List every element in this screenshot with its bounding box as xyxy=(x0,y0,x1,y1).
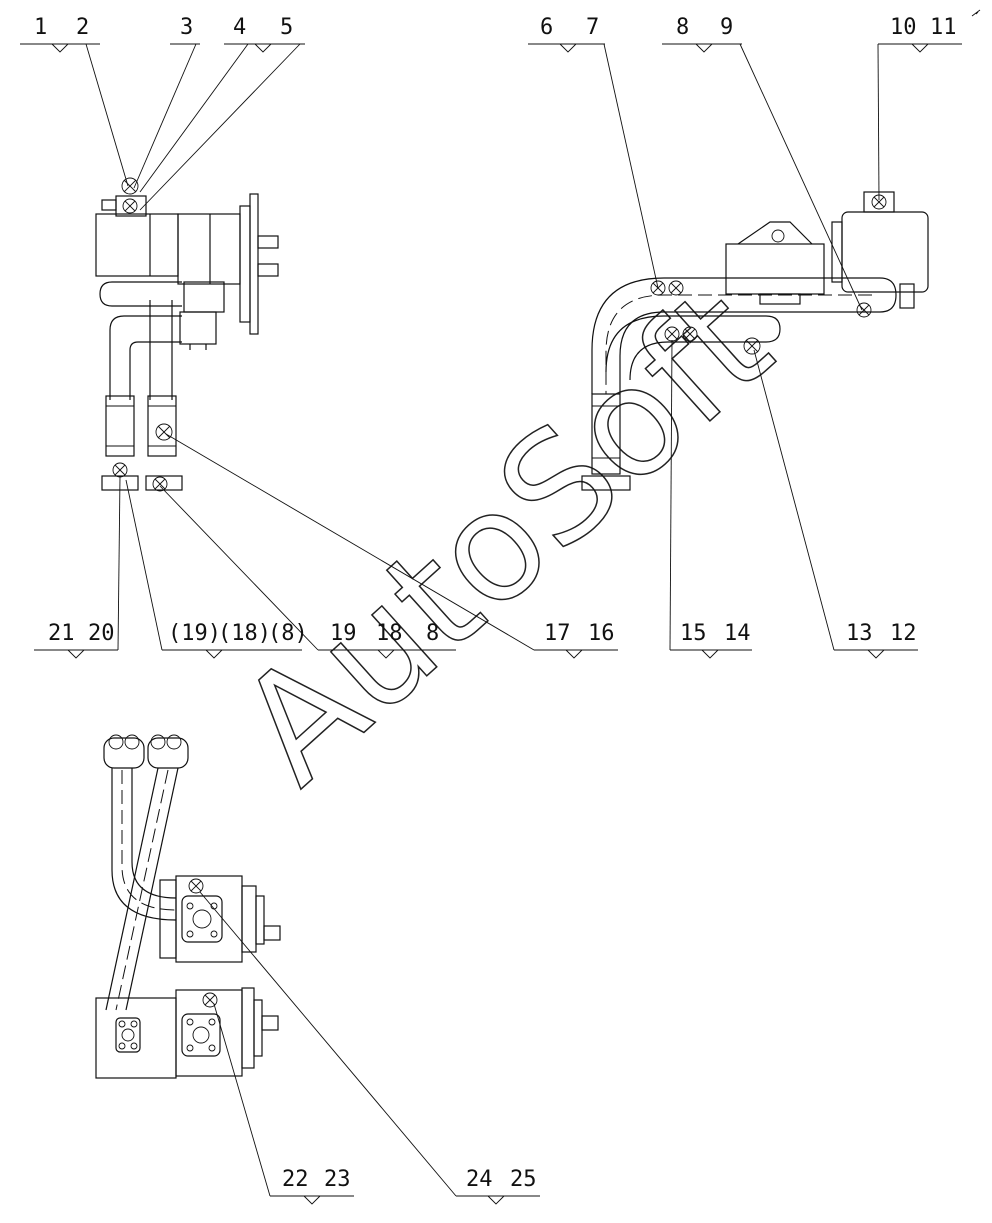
callout-23: 23 xyxy=(324,1167,351,1192)
callout-3: 3 xyxy=(180,15,193,40)
callout-19-paren: (19) xyxy=(168,621,221,646)
callout-22: 22 xyxy=(282,1167,309,1192)
middle-leader-lines xyxy=(117,339,835,651)
callout-16: 16 xyxy=(588,621,615,646)
callout-2: 2 xyxy=(76,15,89,40)
callout-18-paren: (18) xyxy=(218,621,271,646)
callout-24: 24 xyxy=(466,1167,493,1192)
top-callouts: 1 2 3 4 5 6 7 8 9 10 11 xyxy=(20,15,962,53)
callout-11: 11 xyxy=(930,15,957,40)
top-leader-lines xyxy=(85,43,880,311)
view-side-right xyxy=(581,191,929,491)
view-bottom xyxy=(95,734,281,1079)
callout-8-paren: (8) xyxy=(268,621,308,646)
callout-12: 12 xyxy=(890,621,917,646)
callout-10: 10 xyxy=(890,15,917,40)
middle-callouts: 21 20 (19) (18) (8) 19 18 8 17 16 15 14 … xyxy=(34,621,918,659)
callout-14: 14 xyxy=(724,621,751,646)
callout-17: 17 xyxy=(544,621,571,646)
callout-4: 4 xyxy=(233,15,246,40)
callout-25: 25 xyxy=(510,1167,537,1192)
callout-15: 15 xyxy=(680,621,707,646)
callout-7: 7 xyxy=(586,15,599,40)
bottom-callouts: 22 23 24 25 xyxy=(270,1167,540,1205)
corner-mark xyxy=(971,9,981,17)
view-side-left xyxy=(95,177,279,492)
callout-5: 5 xyxy=(280,15,293,40)
callout-6: 6 xyxy=(540,15,553,40)
callout-19: 19 xyxy=(330,621,357,646)
callout-8b: 8 xyxy=(426,621,439,646)
callout-1: 1 xyxy=(34,15,47,40)
callout-21: 21 xyxy=(48,621,75,646)
callout-9: 9 xyxy=(720,15,733,40)
watermark-text: AutoSoft xyxy=(208,256,803,816)
callout-8: 8 xyxy=(676,15,689,40)
callout-18: 18 xyxy=(376,621,403,646)
callout-20: 20 xyxy=(88,621,115,646)
bottom-leader-lines xyxy=(199,891,457,1197)
callout-13: 13 xyxy=(846,621,873,646)
